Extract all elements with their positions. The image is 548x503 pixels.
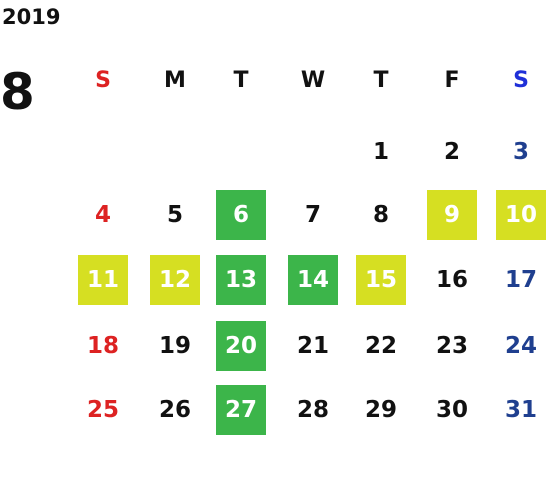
weekday-tuesday: T <box>233 68 249 93</box>
weekday-monday: M <box>164 68 186 93</box>
weekday-sunday: S <box>95 68 111 93</box>
weekday-saturday: S <box>513 68 529 93</box>
day-cell-5[interactable]: 5 <box>166 202 183 228</box>
calendar-month: 8 <box>0 63 35 121</box>
weekday-friday: F <box>444 68 460 93</box>
weekday-thursday: T <box>373 68 389 93</box>
day-cell-31[interactable]: 31 <box>504 397 537 423</box>
day-cell-13[interactable]: 13 <box>216 255 266 305</box>
day-cell-18[interactable]: 18 <box>86 333 119 359</box>
day-cell-8[interactable]: 8 <box>372 202 389 228</box>
day-cell-25[interactable]: 25 <box>86 397 119 423</box>
day-cell-24[interactable]: 24 <box>504 333 537 359</box>
day-cell-1[interactable]: 1 <box>372 139 389 165</box>
day-cell-19[interactable]: 19 <box>158 333 191 359</box>
day-cell-10[interactable]: 10 <box>496 190 546 240</box>
weekday-wednesday: W <box>300 68 326 93</box>
day-cell-12[interactable]: 12 <box>150 255 200 305</box>
day-cell-28[interactable]: 28 <box>296 397 329 423</box>
day-cell-27[interactable]: 27 <box>216 385 266 435</box>
day-cell-22[interactable]: 22 <box>364 333 397 359</box>
day-cell-4[interactable]: 4 <box>94 202 111 228</box>
day-cell-2[interactable]: 2 <box>443 139 460 165</box>
day-cell-29[interactable]: 29 <box>364 397 397 423</box>
day-cell-16[interactable]: 16 <box>435 267 468 293</box>
day-cell-6[interactable]: 6 <box>216 190 266 240</box>
day-cell-11[interactable]: 11 <box>78 255 128 305</box>
day-cell-21[interactable]: 21 <box>296 333 329 359</box>
day-cell-20[interactable]: 20 <box>216 321 266 371</box>
day-cell-7[interactable]: 7 <box>304 202 321 228</box>
day-cell-3[interactable]: 3 <box>512 139 529 165</box>
day-cell-23[interactable]: 23 <box>435 333 468 359</box>
day-cell-9[interactable]: 9 <box>427 190 477 240</box>
day-cell-30[interactable]: 30 <box>435 397 468 423</box>
day-cell-15[interactable]: 15 <box>356 255 406 305</box>
day-cell-26[interactable]: 26 <box>158 397 191 423</box>
calendar-year: 2019 <box>2 5 61 29</box>
day-cell-17[interactable]: 17 <box>504 267 537 293</box>
day-cell-14[interactable]: 14 <box>288 255 338 305</box>
